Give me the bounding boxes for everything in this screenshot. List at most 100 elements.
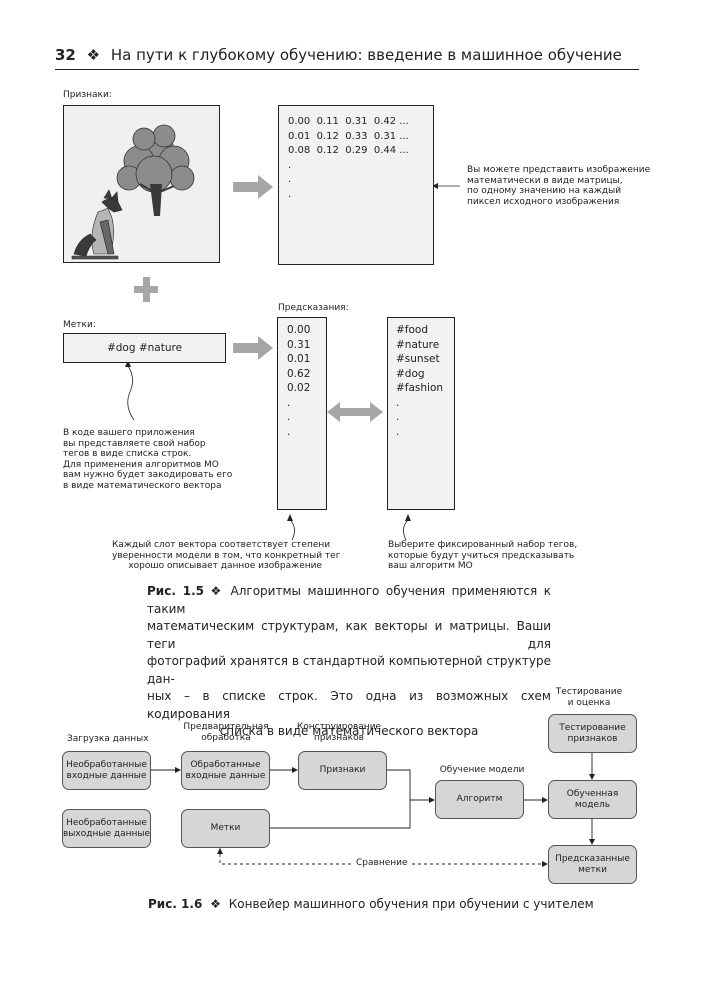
predictions-label: Предсказания: [278,303,349,313]
box-line: обработка [201,733,251,743]
note-line: Каждый слот вектора соответствует степен… [112,540,331,550]
slot-note: Каждый слот вектора соответствует степен… [112,540,341,572]
box-line: модель [574,799,611,810]
tagset-note: Выберите фиксированный набор тегов,котор… [388,540,577,572]
tag-value: #dog [396,367,425,380]
double-arrow-icon [327,402,383,422]
caption-line: фотографий хранятся в стандартной компью… [147,654,551,686]
figure1-caption: Рис. 1.5 ❖ Алгоритмы машинного обучения … [147,583,551,741]
note-line: вы представляете свой набор [63,438,206,449]
header-rule [55,69,639,70]
prediction-value: 0.00 [287,324,311,336]
box-line: выходные данные [63,828,151,839]
matrix-row: 0.08 0.12 0.29 0.44 ... [288,145,409,156]
tag-value: . [396,411,400,423]
prediction-value: . [287,411,291,423]
box-line: метки [578,864,607,875]
prediction-value: 0.62 [287,367,311,380]
note-line: по одному значению на каждый [467,186,622,197]
prediction-value: 0.31 [287,338,311,351]
box-line: Тестирование [559,722,626,733]
page-header: 32 ❖ На пути к глубокому обучению: введе… [55,46,622,64]
box-line: признаков [567,733,618,744]
labels-value: #dog #nature [106,342,183,354]
caption-text: Рис. 1.5 ❖ Алгоритмы машинного обучения … [147,583,551,741]
box-line: Тестирование [555,687,623,697]
labels-label: Метки: [63,320,96,330]
tag-value: #sunset [396,353,440,365]
box-line: Обученная [566,788,619,799]
note-line: пиксел исходного изображения [467,196,620,207]
caption-sep: ❖ [204,584,231,598]
matrix-row: 0.01 0.12 0.33 0.31 ... [288,130,409,142]
note-line: Вы можете представить изображение [467,165,651,175]
tag-value: #nature [396,338,440,351]
header-title: На пути к глубокому обучению: введение в… [110,46,622,64]
tree-dog-illustration [71,124,195,260]
matrix-values: 0.00 0.11 0.31 0.42 ... 0.01 0.12 0.33 0.… [288,115,433,202]
note-line: математически в виде матрицы, [467,175,623,186]
note-line: ваш алгоритм МО [388,561,473,572]
note-line: В коде вашего приложения [63,428,195,438]
tag-value: #fashion [396,382,444,394]
box-line: Необработанные [66,759,147,770]
prediction-value: . [287,425,291,438]
prediction-value: 0.01 [287,353,311,365]
box-line: Предварительная [183,722,269,732]
note-line: Выберите фиксированный набор тегов, [388,540,578,550]
box-line: входные данные [66,770,147,781]
note-line: хорошо описывает данное изображение [128,561,322,572]
figure2-caption: Рис. 1.6 ❖ Конвейер машинного обучения п… [148,897,594,911]
note-line: тегов в виде списка строк. [63,449,192,460]
box-line: Обработанные [190,759,261,770]
page-number: 32 [55,46,76,64]
box-line: Необработанные [66,817,147,828]
features-box: Признаки [298,751,387,790]
labels-box: #dog #nature [63,333,226,363]
caption-line: ных – в списке строк. Это одна из возмож… [147,689,551,721]
arrow-right-icon [233,175,273,199]
arrow-right-icon [233,336,273,360]
plus-icon-v [143,277,150,302]
prediction-value: . [287,396,291,409]
matrix-row: . [288,159,292,171]
tags-vector: #food#nature#sunset#dog#fashion... [387,317,455,510]
caption-line: списка в виде математического вектора [219,724,479,738]
box-line: входные данные [185,770,266,781]
caption-label: Рис. 1.6 [148,897,203,911]
box-line: признаков [314,733,364,743]
tag-value: . [396,396,400,409]
note-line: в виде математического вектора [63,480,222,491]
caption-text: Конвейер машинного обучения при обучении… [228,897,594,911]
box-line: и оценка [567,698,611,708]
box-line: Предсказанные [555,853,630,864]
tag-values: #food#nature#sunset#dog#fashion... [396,323,454,439]
header-separator: ❖ [86,46,101,64]
algorithm-box: Алгоритм [435,780,524,819]
labels-box-2: Метки [181,809,270,848]
plus-icon-h [134,286,158,293]
caption-label: Рис. 1.5 [147,584,205,598]
note-line: вам нужно будет закодировать его [63,470,233,481]
matrix-row: 0.00 0.11 0.31 0.42 ... [288,116,409,127]
caption-line: математическим структурам, как векторы и… [147,619,551,651]
stage-train: Обучение модели [439,765,525,775]
note-line: уверенности модели в том, что конкретный… [112,550,341,561]
input-image [63,105,220,263]
comparison-label: Сравнение [356,858,408,868]
tag-value: #food [396,324,429,336]
stage-load: Загрузка данных [67,734,149,744]
caption-sep: ❖ [210,897,221,911]
